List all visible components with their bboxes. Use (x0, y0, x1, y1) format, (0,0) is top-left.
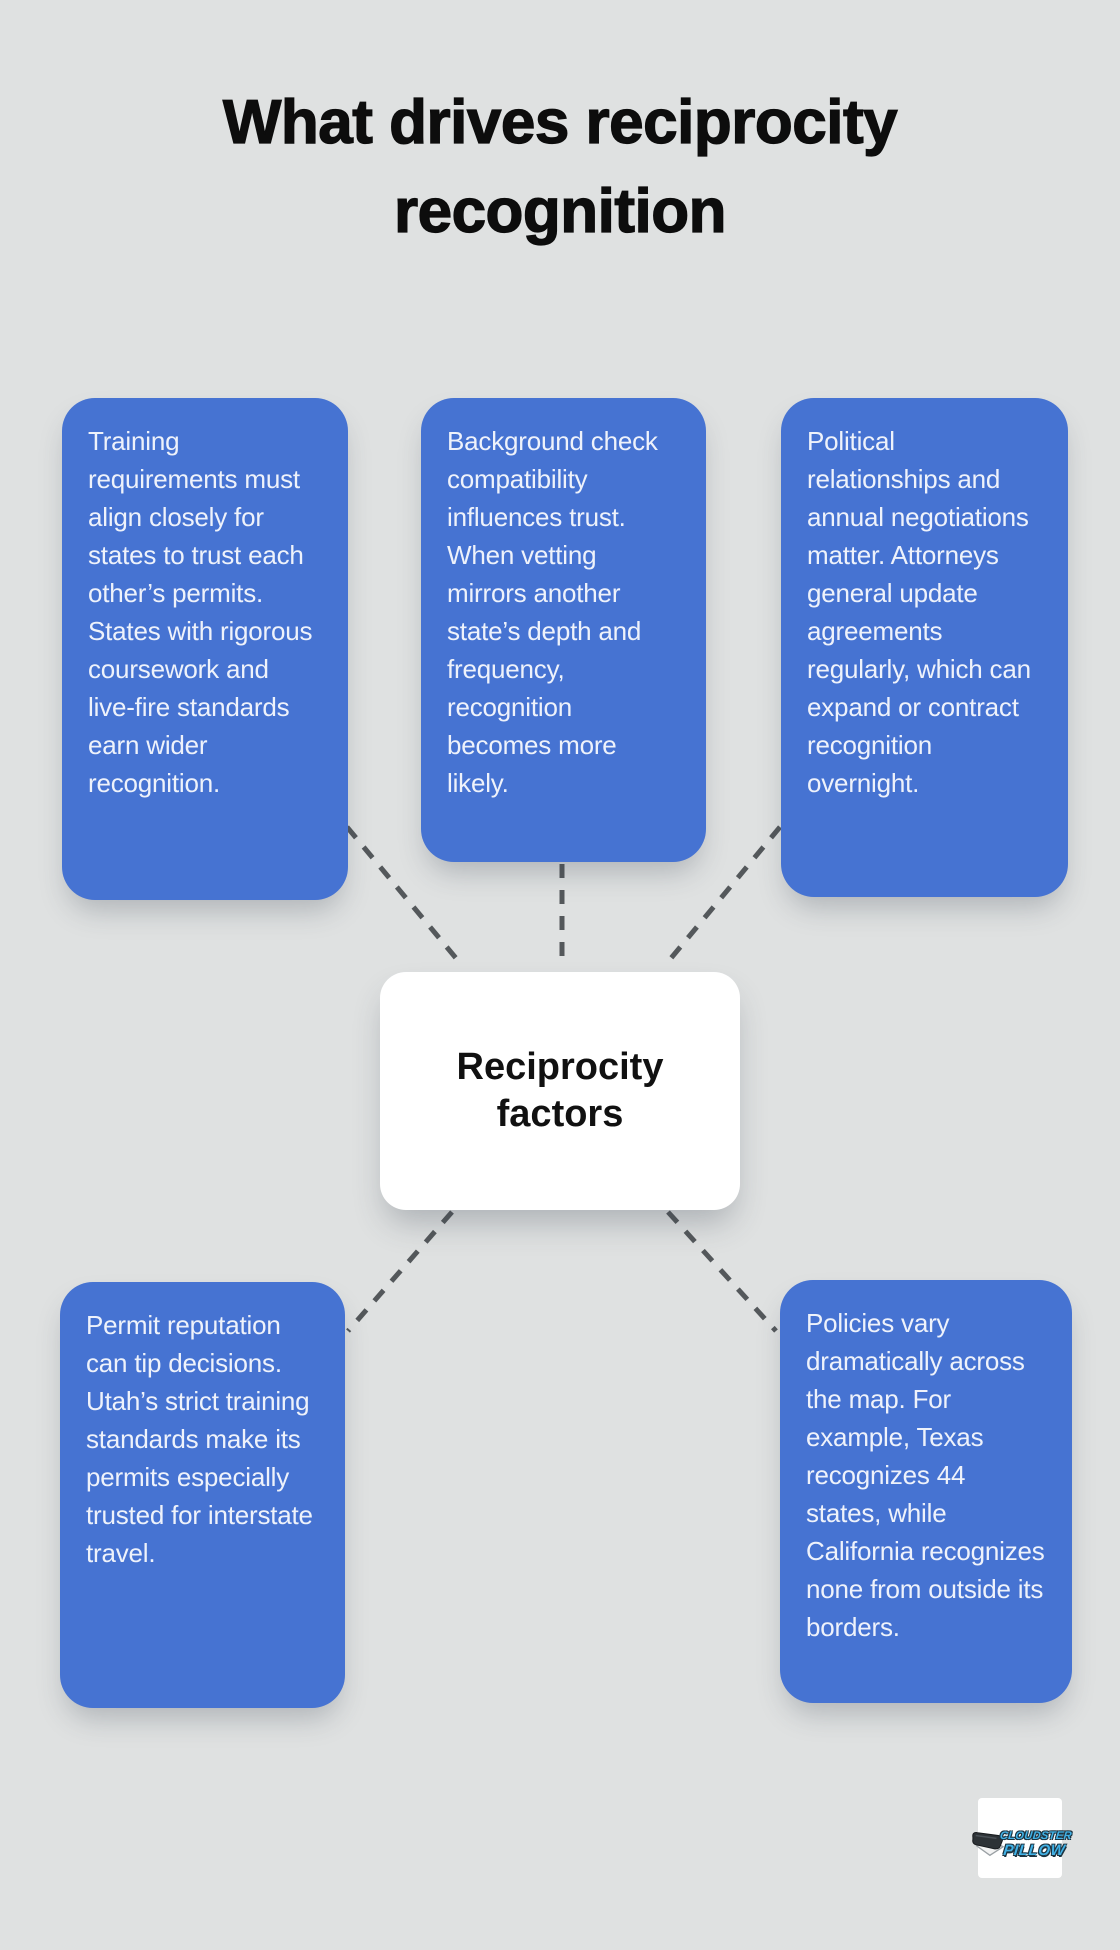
connector-reputation-line (346, 1210, 454, 1333)
factor-card-permit-reputation-text: Permit reputation can tip decisions. Uta… (86, 1310, 313, 1568)
factor-card-background-check-text: Background check compatibility influence… (447, 426, 658, 798)
center-node-reciprocity-factors: Reciprocity factors (380, 972, 740, 1210)
pillow-icon (972, 1832, 1005, 1857)
factor-card-policy-variation: Policies vary dramatically across the ma… (780, 1280, 1072, 1703)
factor-card-political-text: Political relationships and annual negot… (807, 426, 1031, 798)
brand-logo-text: CLOUDSTER PILLOW (998, 1829, 1073, 1859)
page-title: What drives reciprocity recognition (222, 87, 898, 246)
factor-card-training: Training requirements must align closely… (62, 398, 348, 900)
factor-card-permit-reputation: Permit reputation can tip decisions. Uta… (60, 1282, 345, 1708)
factor-card-background-check: Background check compatibility influence… (421, 398, 706, 862)
factor-card-political: Political relationships and annual negot… (781, 398, 1068, 897)
connector-policies-line (666, 1210, 778, 1333)
factor-card-policy-variation-text: Policies vary dramatically across the ma… (806, 1308, 1045, 1642)
center-node-label: Reciprocity factors (456, 1046, 664, 1135)
brand-name-line2: PILLOW (1002, 1841, 1067, 1859)
brand-name-line1: CLOUDSTER (999, 1829, 1073, 1842)
brand-logo: CLOUDSTER PILLOW (972, 1798, 1073, 1878)
factor-card-training-text: Training requirements must align closely… (88, 426, 313, 798)
brand-logo-inner: CLOUDSTER PILLOW (969, 1827, 1073, 1861)
